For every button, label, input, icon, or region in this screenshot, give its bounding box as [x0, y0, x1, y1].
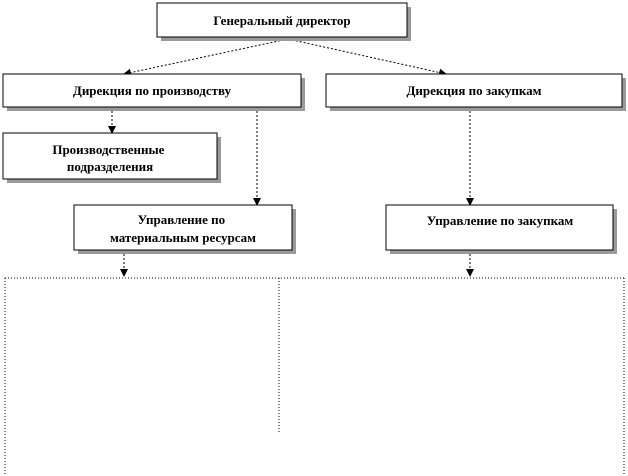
node-purchasing-dept-label: Управление по закупкам [427, 213, 574, 228]
node-general-director: Генеральный директор [156, 2, 411, 41]
connector-director-to-production [123, 38, 289, 77]
connectors [108, 38, 474, 277]
node-production-directorate: Дирекция по производству [2, 73, 305, 111]
node-material-resources-dept-label: Управление по материальным ресурсам [110, 212, 256, 245]
node-production-units-label: Производственные подразделения [52, 142, 167, 174]
lower-dotted-area [4, 277, 625, 474]
connector-director-to-purchasing [287, 38, 447, 77]
node-material-resources-dept: Управление по материальным ресурсам [73, 204, 296, 254]
node-purchasing-directorate-label: Дирекция по закупкам [406, 83, 541, 98]
node-production-directorate-label: Дирекция по производству [73, 83, 232, 98]
node-purchasing-dept: Управление по закупкам [385, 204, 617, 254]
node-general-director-label: Генеральный директор [213, 13, 350, 28]
node-production-units: Производственные подразделения [2, 132, 221, 183]
node-purchasing-directorate: Дирекция по закупкам [325, 73, 626, 111]
